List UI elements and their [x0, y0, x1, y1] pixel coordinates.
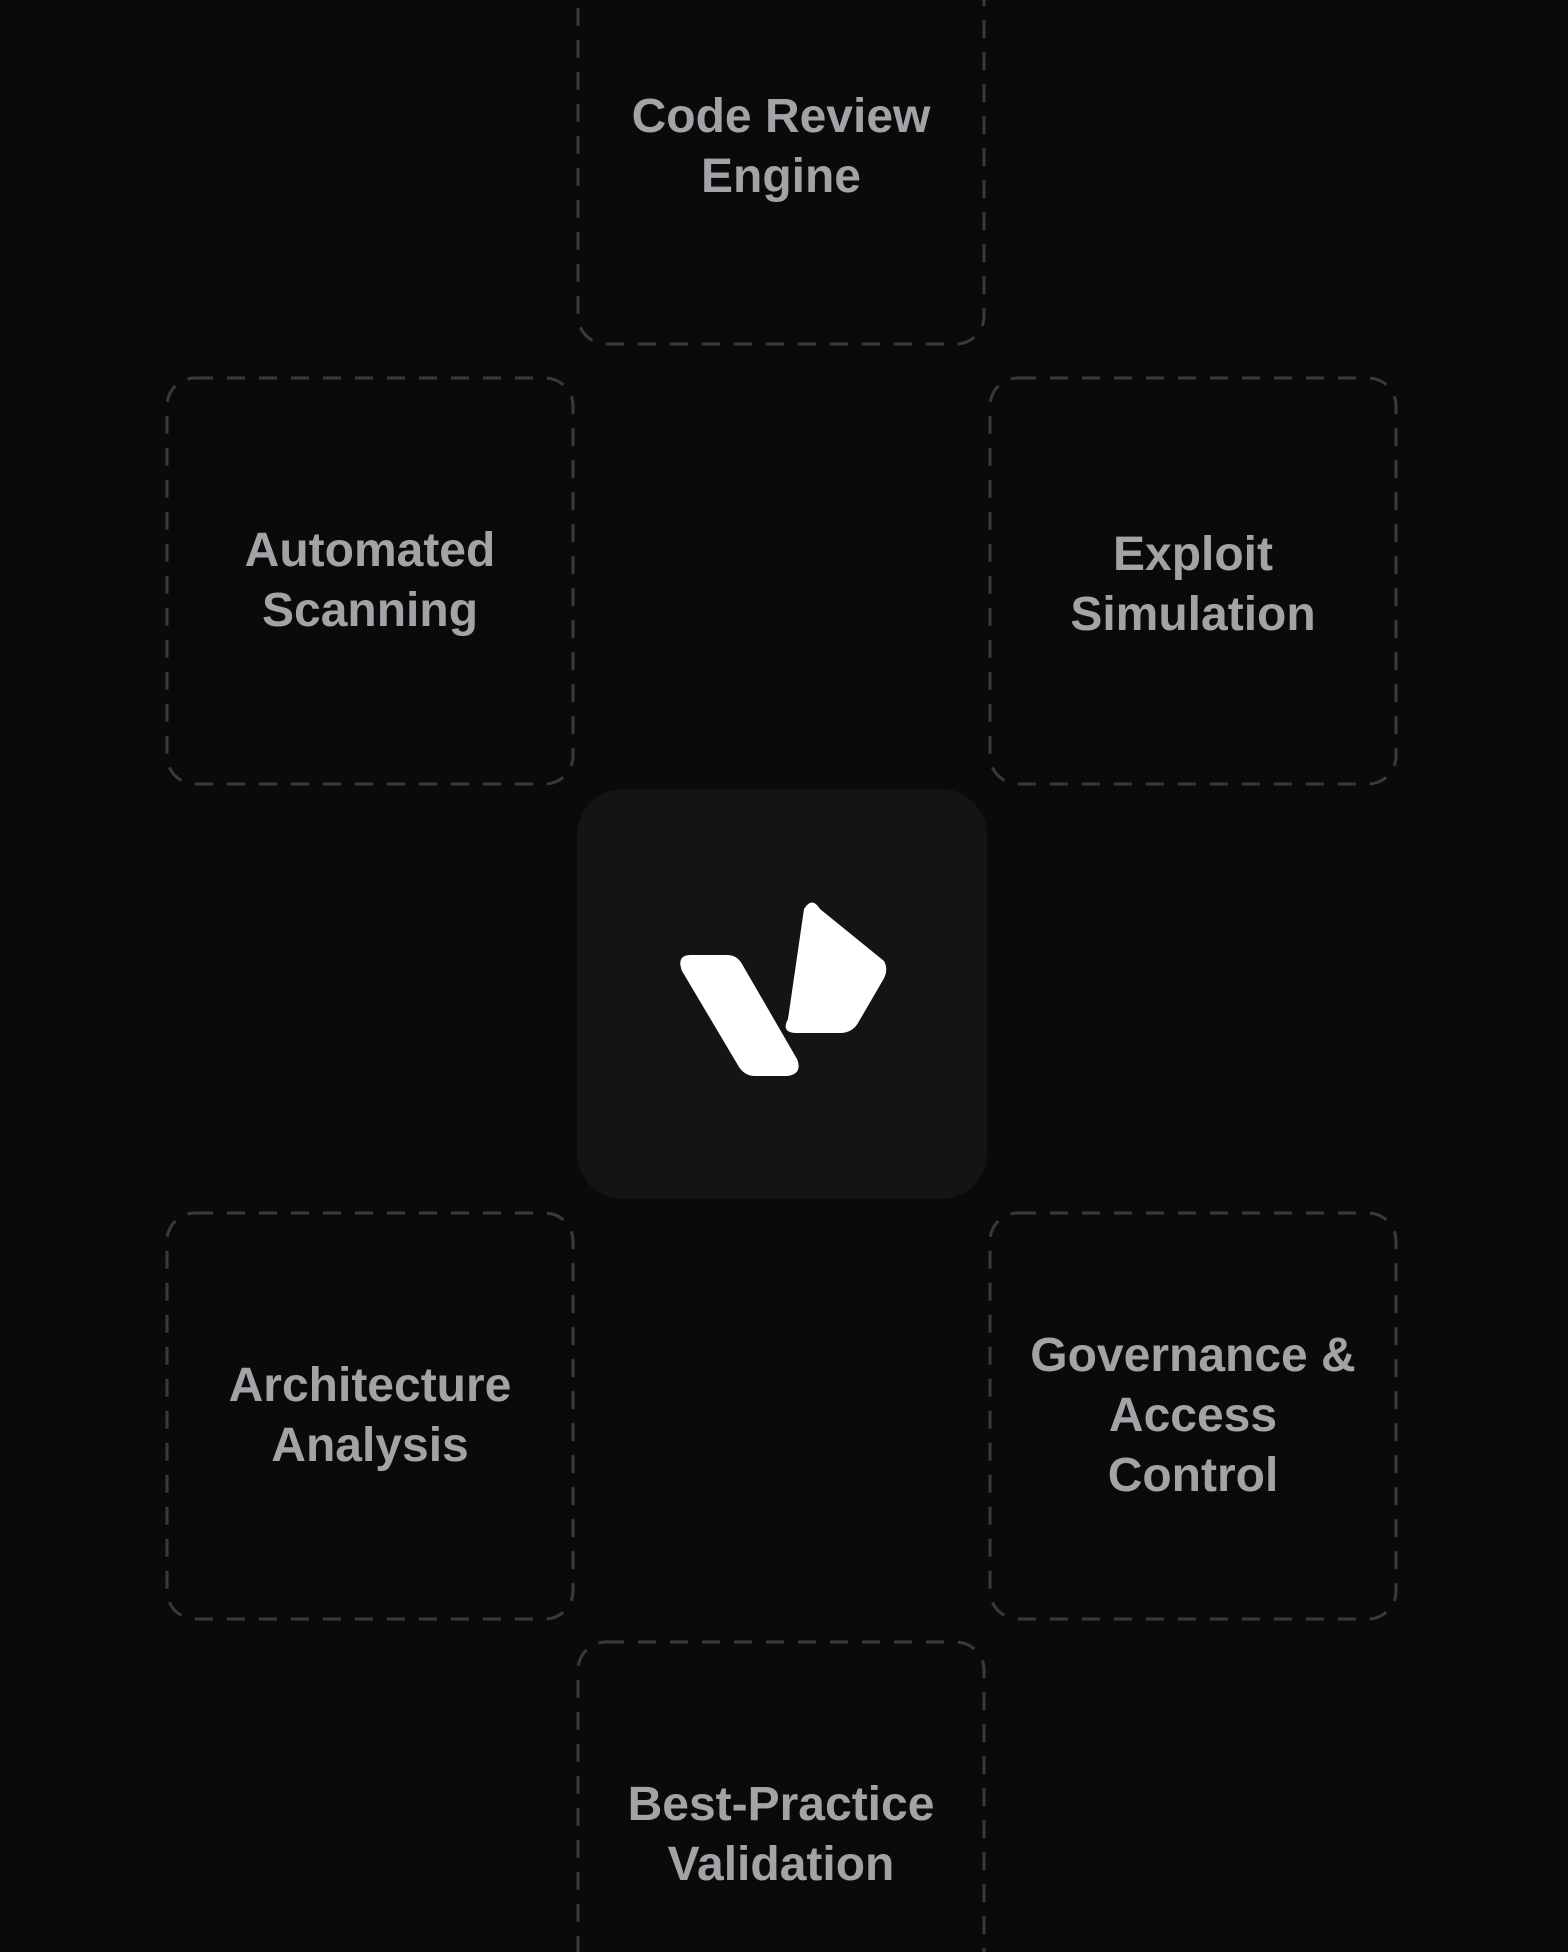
card-label-line: Code Review — [631, 90, 931, 143]
card-label: Code Review Engine — [601, 87, 961, 207]
card-label: Architecture Analysis — [190, 1356, 550, 1476]
card-dashed-border — [576, 1640, 986, 1952]
card-dashed-border — [165, 1211, 575, 1621]
card-dashed-border — [988, 1211, 1398, 1621]
card-label-line: Governance & — [1030, 1329, 1356, 1382]
card-label: Exploit Simulation — [1013, 525, 1373, 645]
card-label-line: Best-Practice — [627, 1778, 935, 1831]
card-dashed-border — [988, 376, 1398, 786]
card-automated-scanning: Automated Scanning — [165, 376, 575, 786]
card-governance-access-control: Governance & Access Control — [988, 1211, 1398, 1621]
card-label-line: Access — [1108, 1389, 1278, 1442]
checkmark-logo-icon — [680, 902, 887, 1076]
card-label: Governance & Access Control — [1013, 1326, 1373, 1506]
card-dashed-border — [576, 0, 986, 346]
center-logo-tile — [577, 789, 987, 1199]
card-label-line: Automated — [244, 524, 496, 577]
card-label-line: Analysis — [271, 1419, 469, 1472]
card-label-line: Validation — [667, 1838, 895, 1891]
card-label-line: Scanning — [261, 584, 479, 637]
card-label-line: Control — [1107, 1449, 1279, 1502]
card-code-review-engine: Code Review Engine — [576, 0, 986, 346]
card-architecture-analysis: Architecture Analysis — [165, 1211, 575, 1621]
card-label-line: Simulation — [1070, 588, 1316, 641]
card-label: Automated Scanning — [190, 521, 550, 641]
card-label-line: Engine — [700, 150, 861, 203]
card-best-practice-validation: Best-Practice Validation — [576, 1640, 986, 1952]
card-label-line: Architecture — [228, 1359, 512, 1412]
card-exploit-simulation: Exploit Simulation — [988, 376, 1398, 786]
card-label: Best-Practice Validation — [601, 1775, 961, 1895]
card-dashed-border — [165, 376, 575, 786]
card-label-line: Exploit — [1112, 528, 1273, 581]
